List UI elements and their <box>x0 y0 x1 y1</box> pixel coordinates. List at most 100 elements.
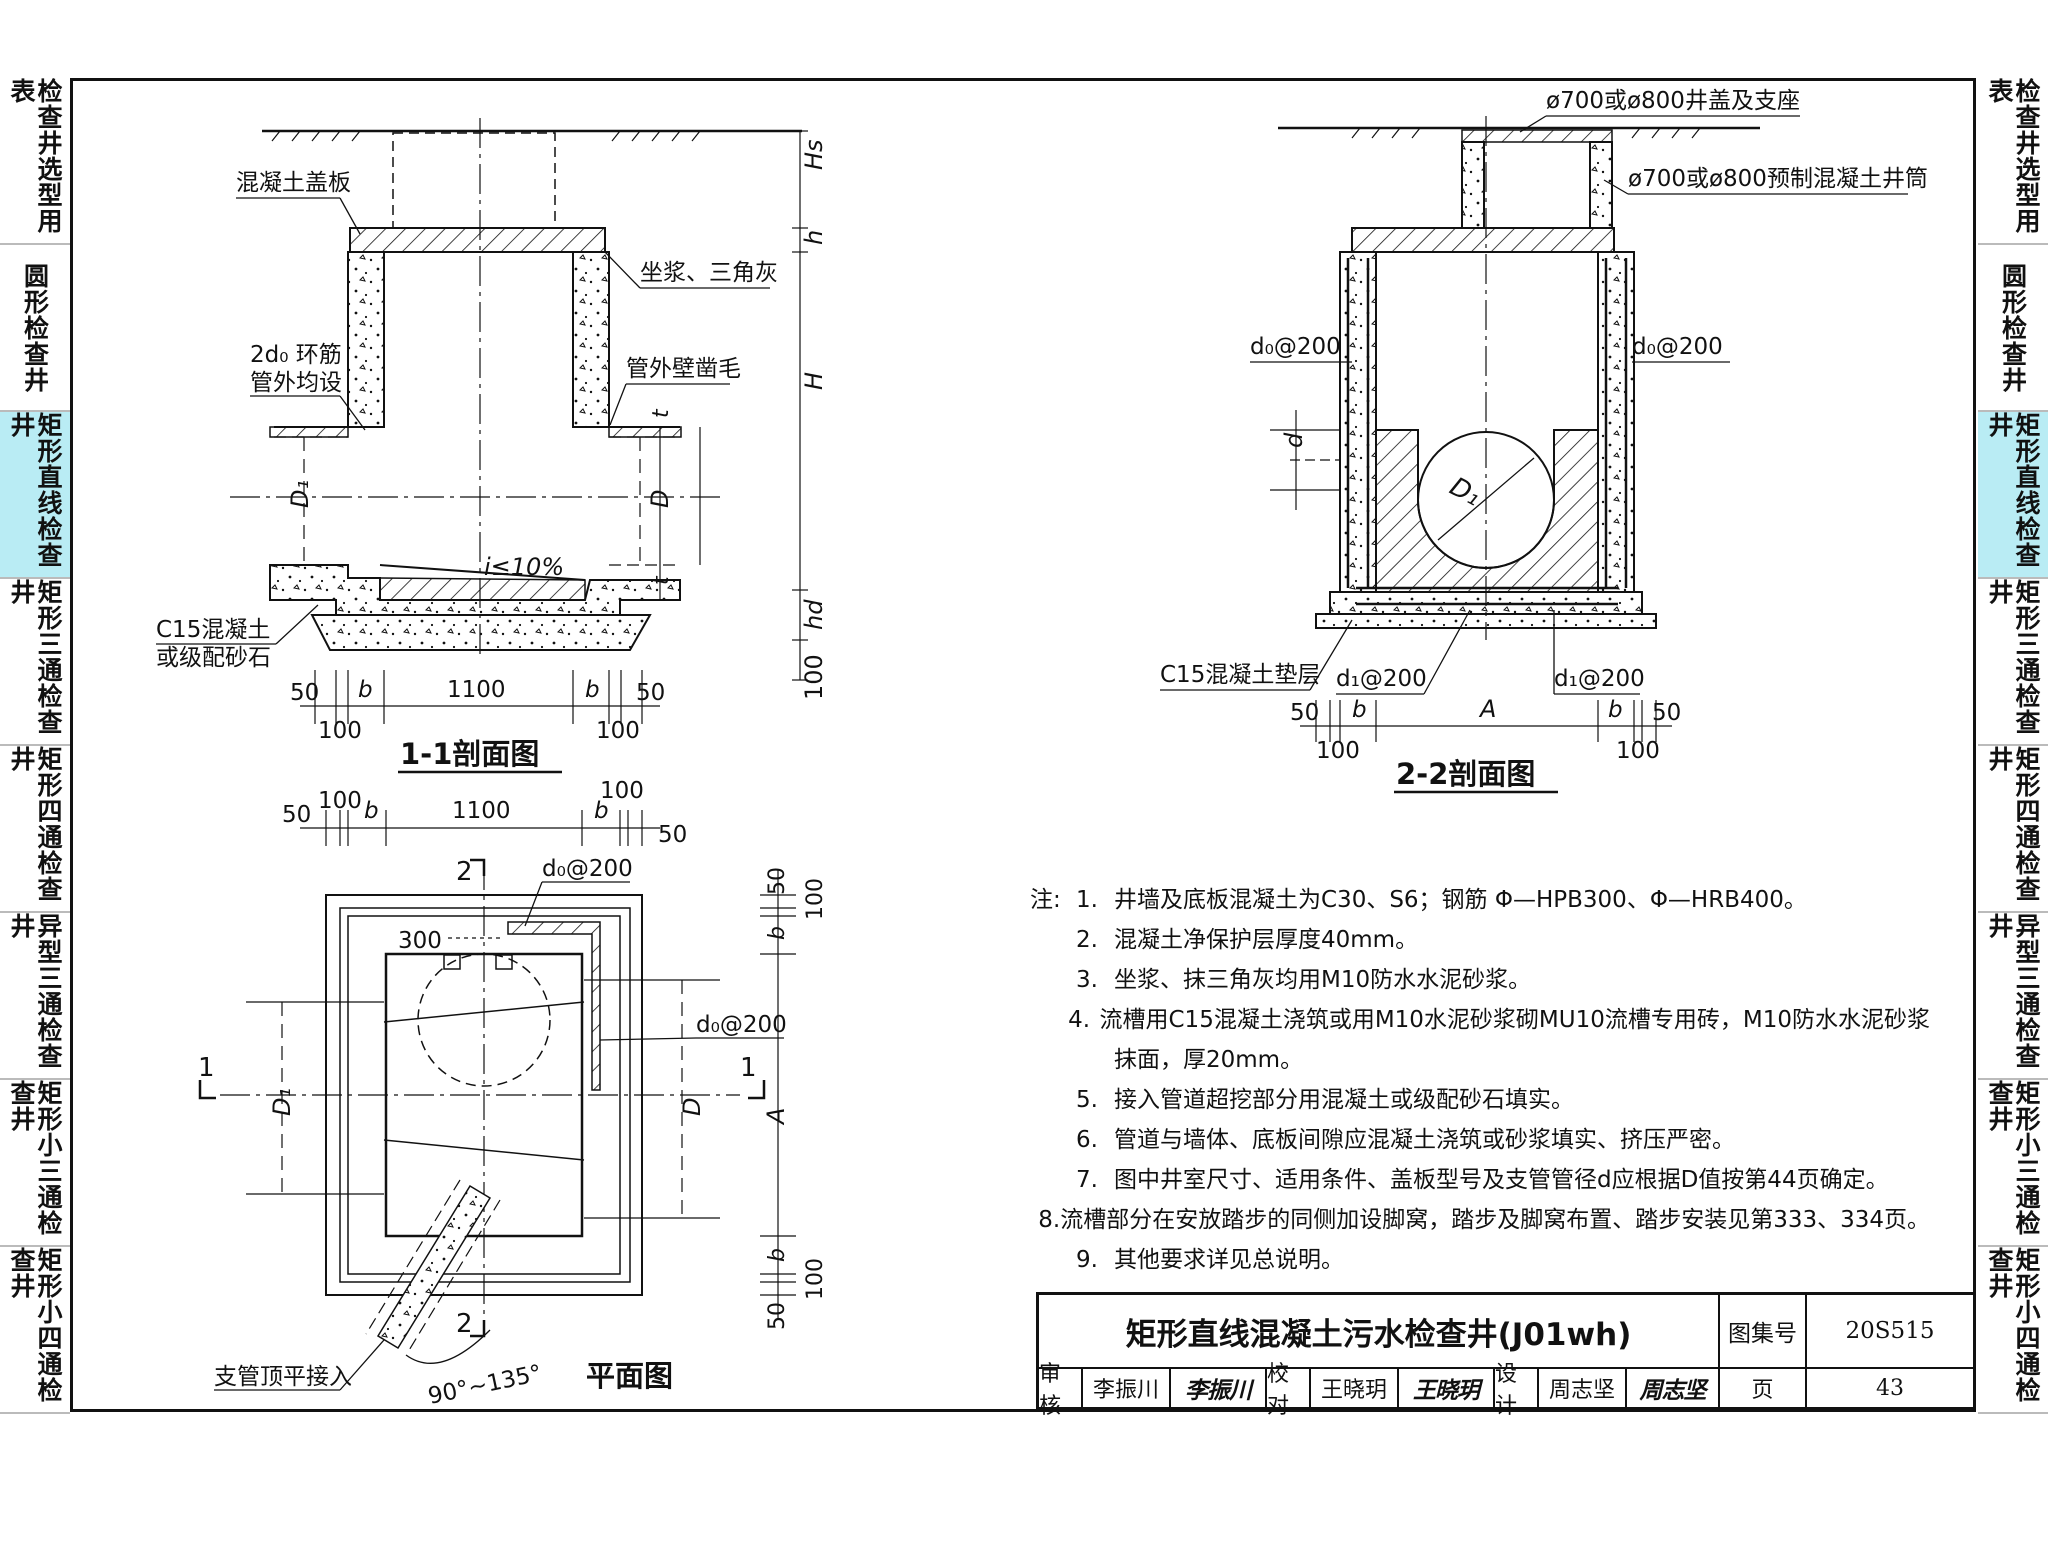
plan-v50-top: 50 <box>765 867 790 895</box>
sec22-dim-b-right: b <box>1608 697 1623 723</box>
plan-v50-bottom: 50 <box>765 1302 790 1330</box>
note-item: 6.管道与墙体、底板间隙应混凝土浇筑或砂浆填实、挤压严密。 <box>1076 1127 1735 1153</box>
label-t-top: t <box>649 408 674 418</box>
plan-b-bottom: b <box>765 1248 790 1262</box>
label-bedding: C15混凝土 <box>156 617 270 643</box>
plan-dim-100-right: 100 <box>600 778 644 804</box>
drawing-title: 矩形直线混凝土污水检查井(J01wh) <box>1039 1295 1720 1369</box>
right-tab[interactable]: 异型三通检查井 <box>1978 913 2048 1080</box>
note-item: 注:1.井墙及底板混凝土为C30、S6；钢筋 Φ—HPB300、Φ—HRB400… <box>1030 880 1930 920</box>
sec22-rebar-left: d₀@200 <box>1250 334 1341 360</box>
plan-dim-50-right: 50 <box>658 822 687 848</box>
dim-50-right: 50 <box>636 680 665 706</box>
sec22-dim-A: A <box>1478 695 1496 723</box>
drawing-frame <box>70 78 1976 1412</box>
tab-label: 矩形四通检查井 <box>7 746 63 902</box>
section-1-1: Hs h H hd 100 D₁ D t t i≤10% 混凝土盖板 坐浆、三角… <box>156 118 828 774</box>
left-tab[interactable]: 矩形四通检查井 <box>0 746 70 913</box>
tab-label: 检查井选型用表 <box>1985 78 2041 234</box>
dim-100-right: 100 <box>596 718 640 744</box>
tab-label: 圆形检查井 <box>20 262 50 393</box>
plan-dim-b-left: b <box>364 798 379 824</box>
label-hs: Hs <box>800 139 828 170</box>
plan-v100-top: 100 <box>803 878 828 920</box>
section-2-2: d D₁ ø700或ø800井盖及支座 ø700或ø800预制混凝土井筒 d₀@… <box>1160 88 1928 794</box>
note-item: 4.流槽用C15混凝土浇筑或用M10水泥砂浆砌MU10流槽专用砖，M10防水水泥… <box>1068 1007 1930 1033</box>
plan-sec2-top: 2 <box>456 857 473 887</box>
label-ring-bar: 2d₀ 环筋 <box>250 342 342 368</box>
dim-b-right: b <box>585 677 600 703</box>
right-tab[interactable]: 圆形检查井 <box>1978 245 2048 412</box>
right-tab[interactable]: 矩形小四通检查井 <box>1978 1247 2048 1414</box>
left-tab[interactable]: 矩形小四通检查井 <box>0 1247 70 1414</box>
check-signature: 王晓玥 <box>1399 1369 1495 1407</box>
tab-label: 矩形小四通检查井 <box>1985 1247 2041 1403</box>
tab-label: 矩形四通检查井 <box>1985 746 2041 902</box>
design-name: 周志坚 <box>1539 1369 1627 1407</box>
note-item: 5.接入管道超挖部分用混凝土或级配砂石填实。 <box>1076 1087 1574 1113</box>
review-name: 李振川 <box>1083 1369 1171 1407</box>
label-t-bot: t <box>649 575 674 585</box>
note-item: 8.流槽部分在安放踏步的同侧加设脚窝，踏步及脚窝布置、踏步安装见第333、334… <box>1038 1207 1930 1233</box>
plan-sec2-bottom: 2 <box>456 1309 473 1339</box>
tab-label: 矩形小四通检查井 <box>7 1247 63 1403</box>
page-number: 43 <box>1876 1375 1904 1401</box>
sec22-dim-50-right: 50 <box>1652 700 1681 726</box>
label-h: h <box>800 230 828 245</box>
label-roughen: 管外壁凿毛 <box>626 356 741 382</box>
plan-sec1-left: 1 <box>198 1053 215 1083</box>
sec22-dim-50-left: 50 <box>1290 700 1319 726</box>
left-tab[interactable]: 矩形小三通检查井 <box>0 1080 70 1247</box>
left-tab[interactable]: 检查井选型用表 <box>0 78 70 245</box>
label-bedding-2: 或级配砂石 <box>156 645 271 671</box>
check-name: 王晓玥 <box>1311 1369 1399 1407</box>
note-item-continuation: 抹面，厚20mm。 <box>1114 1047 1304 1073</box>
plan-d: D <box>678 1098 706 1116</box>
sec22-rebar-right: d₀@200 <box>1632 334 1723 360</box>
tab-label: 圆形检查井 <box>1998 262 2028 393</box>
plan-rebar-right: d₀@200 <box>696 1012 787 1038</box>
dim-1100: 1100 <box>447 677 506 703</box>
note-item: 2.混凝土净保护层厚度40mm。 <box>1076 927 1419 953</box>
left-tab[interactable]: 异型三通检查井 <box>0 913 70 1080</box>
note-item: 9.其他要求详见总说明。 <box>1076 1247 1344 1273</box>
right-tab[interactable]: 矩形小三通检查井 <box>1978 1080 2048 1247</box>
plan-sec1-right: 1 <box>740 1053 757 1083</box>
sec22-d: d <box>1280 432 1308 448</box>
notes-prefix: 注: <box>1030 887 1061 913</box>
notes-block: 注:1.井墙及底板混凝土为C30、S6；钢筋 Φ—HPB300、Φ—HRB400… <box>1030 880 1930 1280</box>
page-label: 页 <box>1720 1369 1807 1407</box>
right-tab-column: 检查井选型用表圆形检查井矩形直线检查井矩形三通检查井矩形四通检查井异型三通检查井… <box>1978 78 2048 1414</box>
left-tab[interactable]: 矩形三通检查井 <box>0 579 70 746</box>
label-d: D <box>646 490 674 508</box>
note-item: 3.坐浆、抹三角灰均用M10防水水泥砂浆。 <box>1076 967 1532 993</box>
left-tab[interactable]: 圆形检查井 <box>0 245 70 412</box>
plan-branch-label: 支管顶平接入 <box>214 1364 352 1390</box>
section-1-1-title: 1-1剖面图 <box>400 737 539 771</box>
dim-50-left: 50 <box>290 680 319 706</box>
note-item: 7.图中井室尺寸、适用条件、盖板型号及支管管径d应根据D值按第44页确定。 <box>1076 1167 1889 1193</box>
tab-label: 检查井选型用表 <box>7 78 63 234</box>
label-ring-bar-2: 管外均设 <box>250 370 342 396</box>
label-v100: 100 <box>800 654 828 700</box>
right-tab[interactable]: 矩形直线检查井 <box>1978 412 2048 579</box>
sec22-dim-100-left: 100 <box>1316 738 1360 764</box>
left-tab[interactable]: 矩形直线检查井 <box>0 412 70 579</box>
plan-b-top: b <box>765 926 790 940</box>
design-signature: 周志坚 <box>1627 1369 1720 1407</box>
review-signature: 李振川 <box>1171 1369 1267 1407</box>
atlas-label: 图集号 <box>1720 1295 1807 1369</box>
tab-label: 异型三通检查井 <box>7 913 63 1069</box>
plan-view: 2 2 1 1 d₀@200 d₀@200 300 D₁ D A 支管顶平接入 … <box>198 778 828 1410</box>
right-tab[interactable]: 检查井选型用表 <box>1978 78 2048 245</box>
plan-dim-b-right: b <box>594 798 609 824</box>
sec22-shaft-label: ø700或ø800预制混凝土井筒 <box>1628 166 1928 192</box>
plan-dim-50-left: 50 <box>282 802 311 828</box>
plan-w300: 300 <box>398 928 442 954</box>
section-2-2-title: 2-2剖面图 <box>1396 757 1535 791</box>
right-tab[interactable]: 矩形四通检查井 <box>1978 746 2048 913</box>
sec22-cover-label: ø700或ø800井盖及支座 <box>1546 88 1800 114</box>
right-tab[interactable]: 矩形三通检查井 <box>1978 579 2048 746</box>
sec22-d1: D₁ <box>1445 472 1486 513</box>
tab-label: 矩形直线检查井 <box>7 412 63 568</box>
